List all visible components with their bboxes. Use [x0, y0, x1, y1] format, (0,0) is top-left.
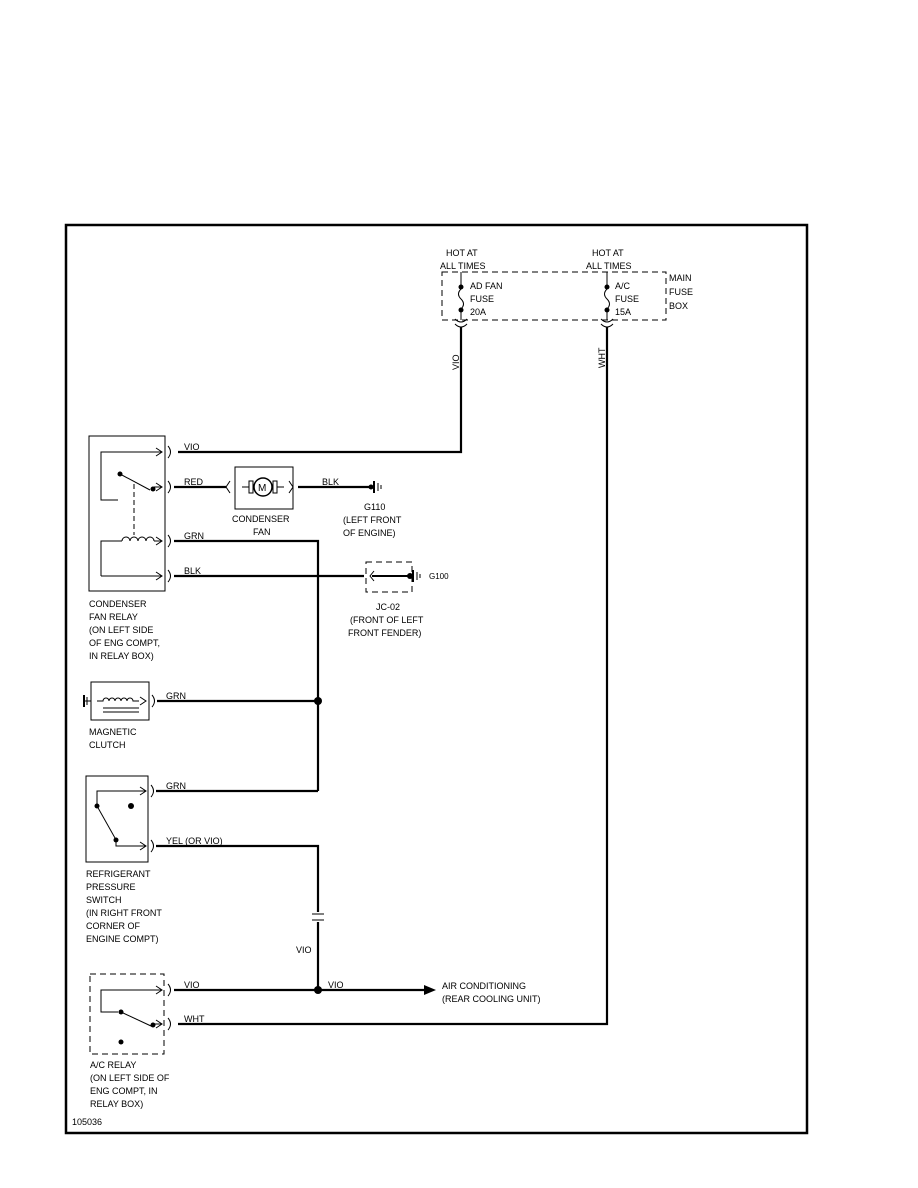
fuse-box-label-1: MAIN: [669, 273, 692, 283]
condenser-fan-relay: [88, 435, 171, 592]
switch-label-3: SWITCH: [86, 895, 122, 905]
main-fuse-box: MAIN FUSE BOX: [441, 271, 693, 321]
ad-fan-fuse: HOT AT ALL TIMES AD FAN FUSE 20A: [440, 248, 503, 328]
condenser-fan-label-2: FAN: [253, 527, 271, 537]
jc02-joint-connector: [365, 561, 413, 593]
refrigerant-pressure-switch: [85, 775, 154, 863]
fuse-text-right-1: A/C: [615, 281, 631, 291]
wire-label-fan-blk: BLK: [322, 477, 339, 487]
relay-coil-icon: [121, 536, 155, 542]
condenser-fan: M: [225, 466, 294, 510]
relay-label-line-3: (ON LEFT SIDE: [89, 625, 153, 635]
fuse-text-right-3: 15A: [615, 307, 631, 317]
g110-label-3: OF ENGINE): [343, 528, 396, 538]
wire-vio-main: [178, 327, 463, 454]
motor-symbol: M: [258, 483, 266, 494]
clutch-label-2: CLUTCH: [89, 740, 126, 750]
wire-label-clutch-grn: GRN: [166, 691, 186, 701]
arrow-right-icon: [424, 985, 436, 995]
wire-wht-main: [178, 327, 609, 1026]
switch-label-4: (IN RIGHT FRONT: [86, 908, 162, 918]
wire-label-red: RED: [184, 477, 204, 487]
fuse-box-label-3: BOX: [669, 301, 688, 311]
wire-label-vio-vertical: VIO: [451, 354, 461, 370]
relay-label-line-5: IN RELAY BOX): [89, 651, 154, 661]
fuse-box-label-2: FUSE: [669, 287, 693, 297]
hot-at-label-left-1: HOT AT: [446, 248, 478, 258]
relay-label-line-1: CONDENSER: [89, 599, 147, 609]
relay-label-line-4: OF ENG COMPT,: [89, 638, 160, 648]
hot-at-label-right-1: HOT AT: [592, 248, 624, 258]
wire-label-ac-relay-vio: VIO: [184, 980, 200, 990]
wire-yel-switch: [156, 844, 320, 912]
switch-label-5: CORNER OF: [86, 921, 141, 931]
g100-label: G100: [429, 572, 449, 581]
ground-g100-icon: [412, 570, 421, 582]
fuse-text-left-2: FUSE: [470, 294, 494, 304]
clutch-coil-icon: [97, 697, 139, 702]
air-conditioning-label-2: (REAR COOLING UNIT): [442, 994, 541, 1004]
wire-label-ac-out-vio: VIO: [328, 980, 344, 990]
ac-relay-label-1: A/C RELAY: [90, 1060, 136, 1070]
wire-label-wht-vertical: WHT: [597, 347, 607, 368]
hot-at-label-right-2: ALL TIMES: [586, 261, 632, 271]
wire-label-relay-grn: GRN: [184, 531, 204, 541]
splice-icon: [314, 697, 322, 705]
fuse-text-left-3: 20A: [470, 307, 486, 317]
wire-label-switch-yel: YEL (OR VIO): [166, 836, 223, 846]
clutch-label-1: MAGNETIC: [89, 727, 137, 737]
ac-relay-label-4: RELAY BOX): [90, 1099, 143, 1109]
inline-connector-icon: [312, 913, 324, 921]
g110-label-1: G110: [364, 502, 385, 512]
diagram-id: 105036: [72, 1117, 102, 1127]
wire-label-relay-blk: BLK: [184, 566, 201, 576]
switch-label-2: PRESSURE: [86, 882, 136, 892]
jc02-label-2: (FRONT OF LEFT: [350, 615, 424, 625]
wire-label-relay-vio: VIO: [184, 442, 200, 452]
g110-label-2: (LEFT FRONT: [343, 515, 402, 525]
air-conditioning-label-1: AIR CONDITIONING: [442, 981, 526, 991]
relay-label-line-2: FAN RELAY: [89, 612, 138, 622]
condenser-fan-label-1: CONDENSER: [232, 514, 290, 524]
fuse-text-left-1: AD FAN: [470, 281, 503, 291]
ac-relay: [89, 973, 171, 1055]
connector-icon: [454, 318, 468, 328]
wire-label-switch-grn: GRN: [166, 781, 186, 791]
ground-g110-icon: [368, 481, 382, 493]
ac-fuse: HOT AT ALL TIMES A/C FUSE 15A: [586, 248, 639, 328]
wire-label-ac-relay-wht: WHT: [184, 1014, 205, 1024]
diagram-frame: [64, 223, 809, 1135]
switch-label-1: REFRIGERANT: [86, 869, 151, 879]
magnetic-clutch: [83, 681, 155, 721]
fuse-node-icon: [458, 284, 464, 290]
switch-label-6: ENGINE COMPT): [86, 934, 159, 944]
motor-icon: [253, 477, 273, 497]
ac-relay-label-2: (ON LEFT SIDE OF: [90, 1073, 170, 1083]
jc02-label-3: FRONT FENDER): [348, 628, 421, 638]
wire-grn-relay: [174, 539, 320, 791]
fuse-node-icon: [604, 284, 610, 290]
hot-at-label-left-2: ALL TIMES: [440, 261, 486, 271]
ac-relay-label-3: ENG COMPT, IN: [90, 1086, 158, 1096]
jc02-label-1: JC-02: [376, 602, 400, 612]
fuse-text-right-2: FUSE: [615, 294, 639, 304]
wire-label-vio-lower: VIO: [296, 945, 312, 955]
